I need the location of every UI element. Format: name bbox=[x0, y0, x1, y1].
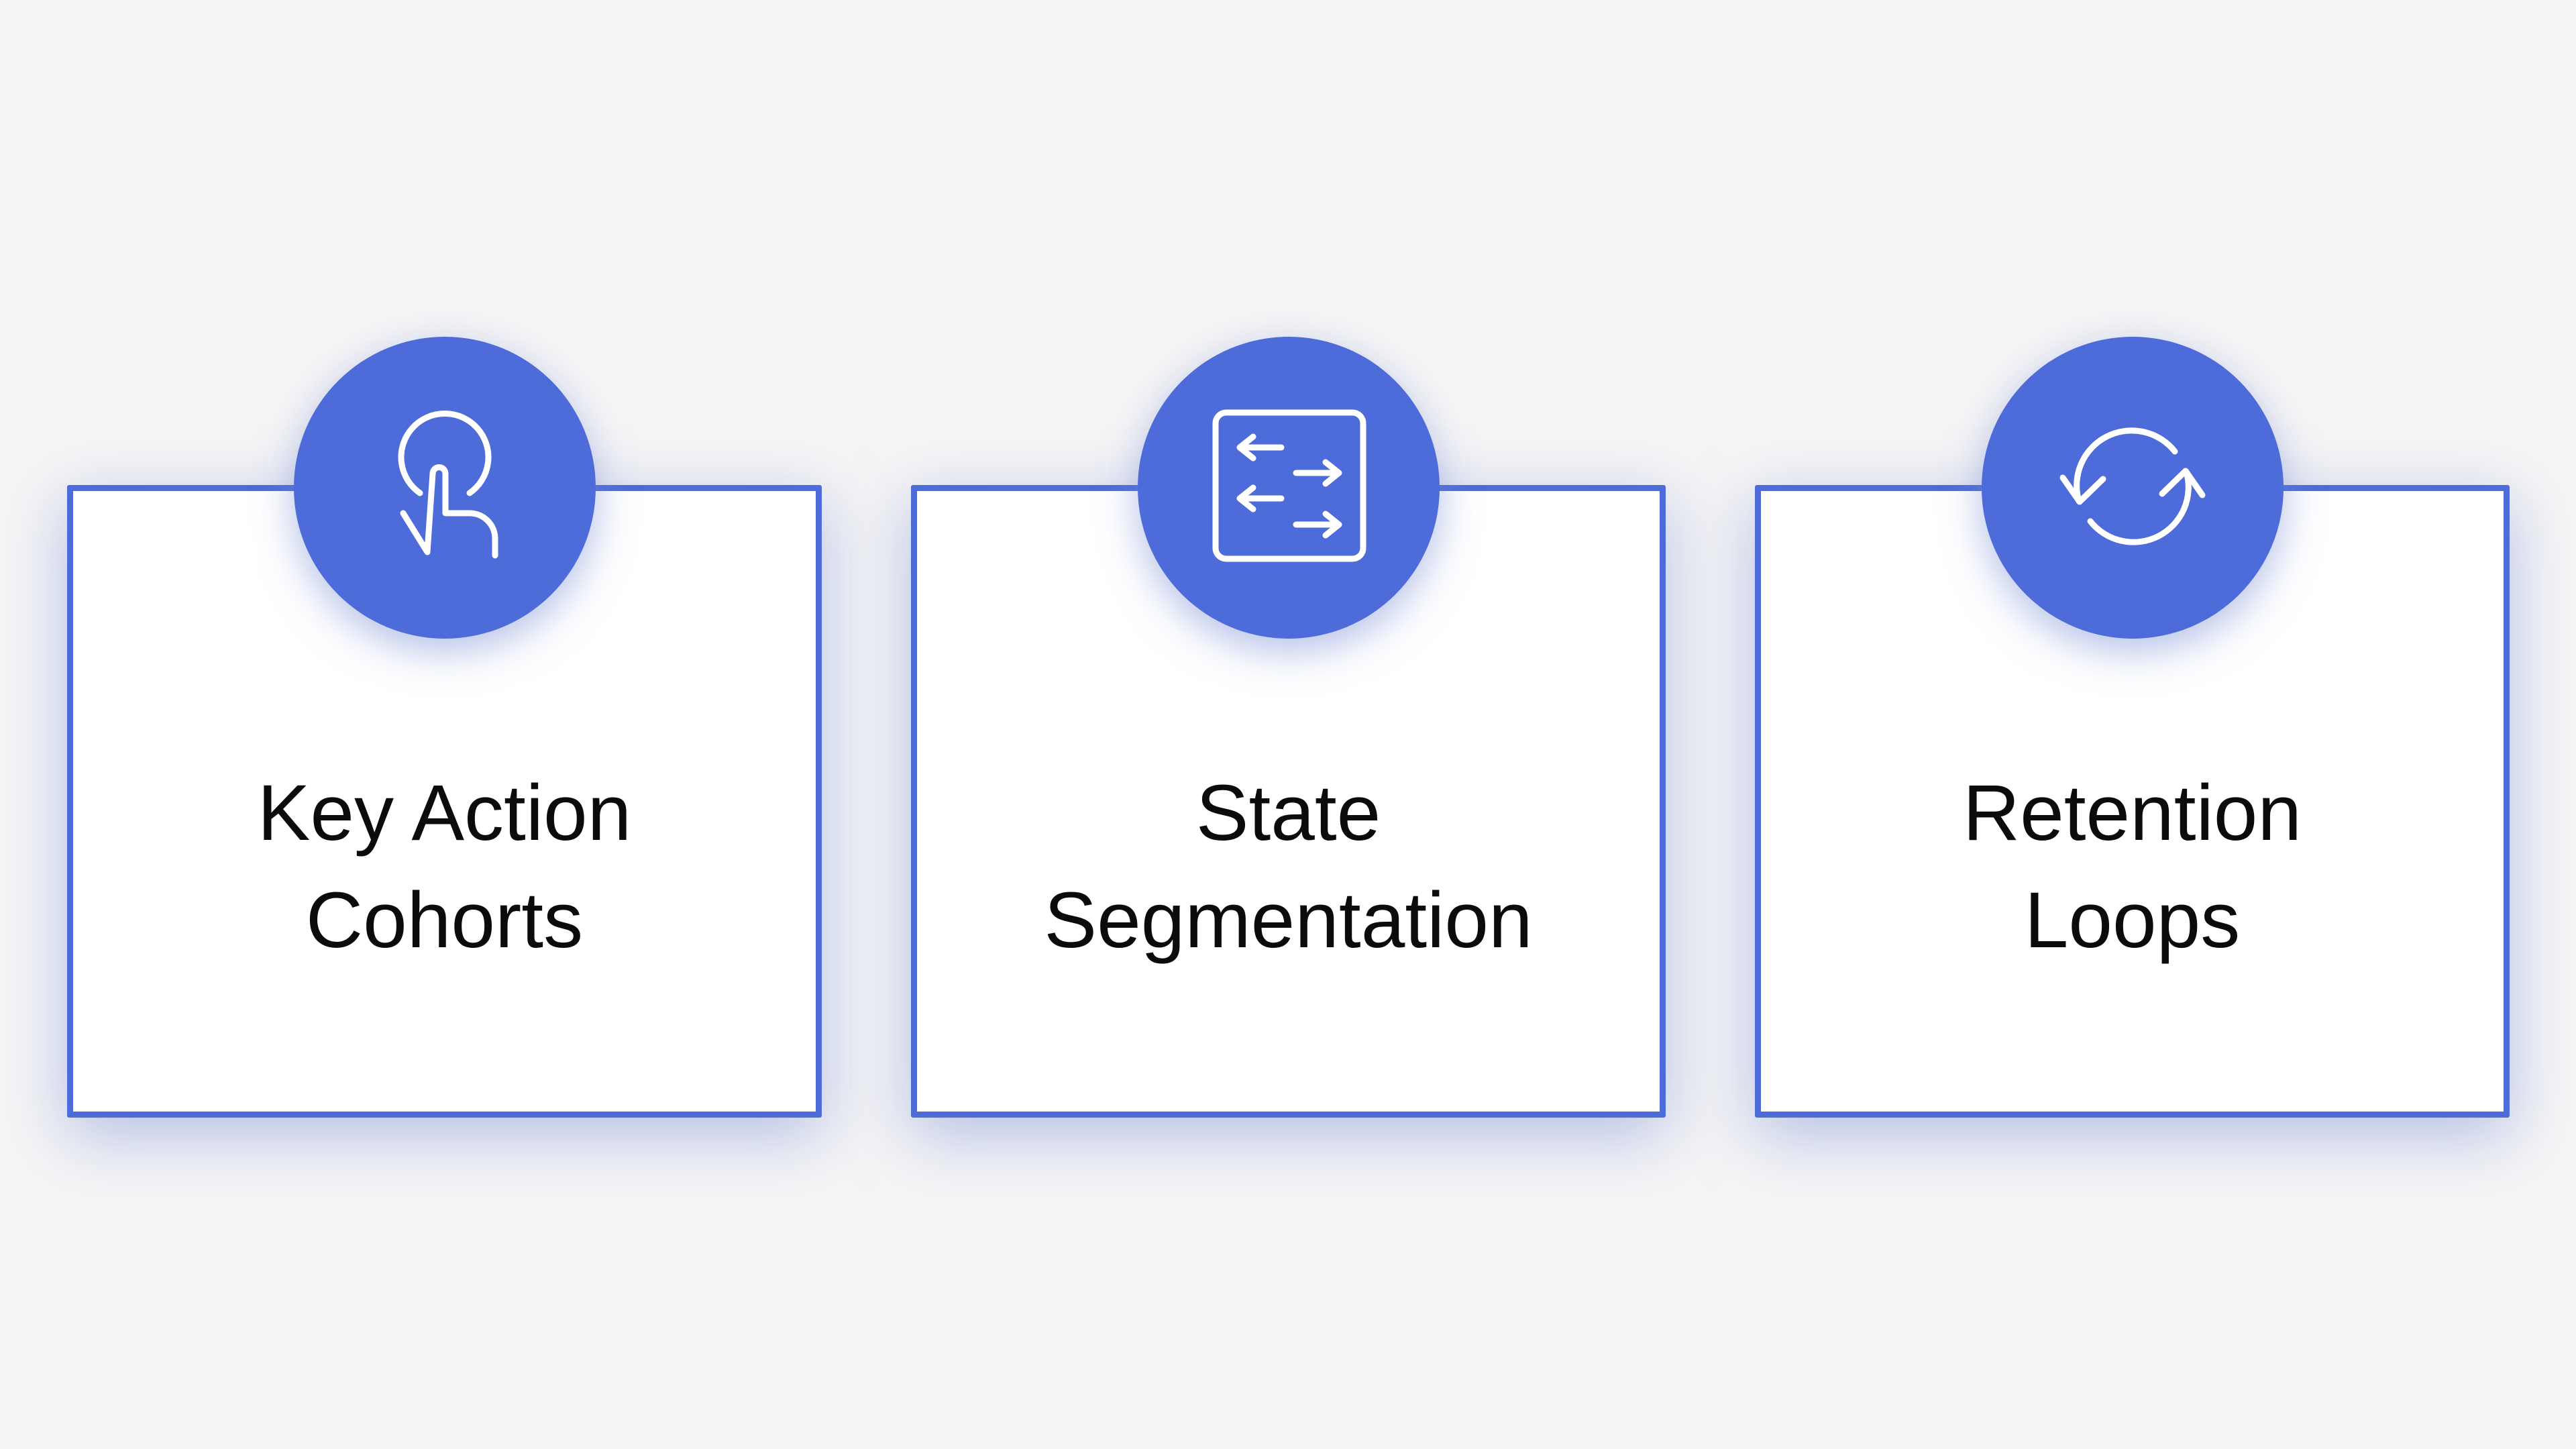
card-title: Key Action Cohorts bbox=[73, 759, 816, 974]
feature-cards-row: Key Action Cohorts Stat bbox=[67, 337, 2510, 1118]
icon-circle bbox=[1981, 337, 2284, 639]
card-title-line: Cohorts bbox=[305, 876, 584, 965]
card-title-line: Loops bbox=[2024, 876, 2241, 965]
icon-circle bbox=[293, 337, 596, 639]
feature-card-key-action-cohorts: Key Action Cohorts bbox=[67, 337, 822, 1118]
sync-icon bbox=[2059, 427, 2205, 545]
exchange-arrows-icon bbox=[1212, 409, 1366, 562]
card-title-line: Segmentation bbox=[1044, 876, 1533, 965]
feature-card-state-segmentation: State Segmentation bbox=[911, 337, 1666, 1118]
card-title: State Segmentation bbox=[917, 759, 1660, 974]
feature-card-retention-loops: Retention Loops bbox=[1755, 337, 2510, 1118]
icon-circle bbox=[1137, 337, 1440, 639]
card-title-line: State bbox=[1195, 769, 1381, 857]
tap-icon bbox=[398, 411, 498, 559]
card-title-line: Key Action bbox=[257, 769, 632, 857]
card-title-line: Retention bbox=[1962, 769, 2302, 857]
card-title: Retention Loops bbox=[1761, 759, 2504, 974]
